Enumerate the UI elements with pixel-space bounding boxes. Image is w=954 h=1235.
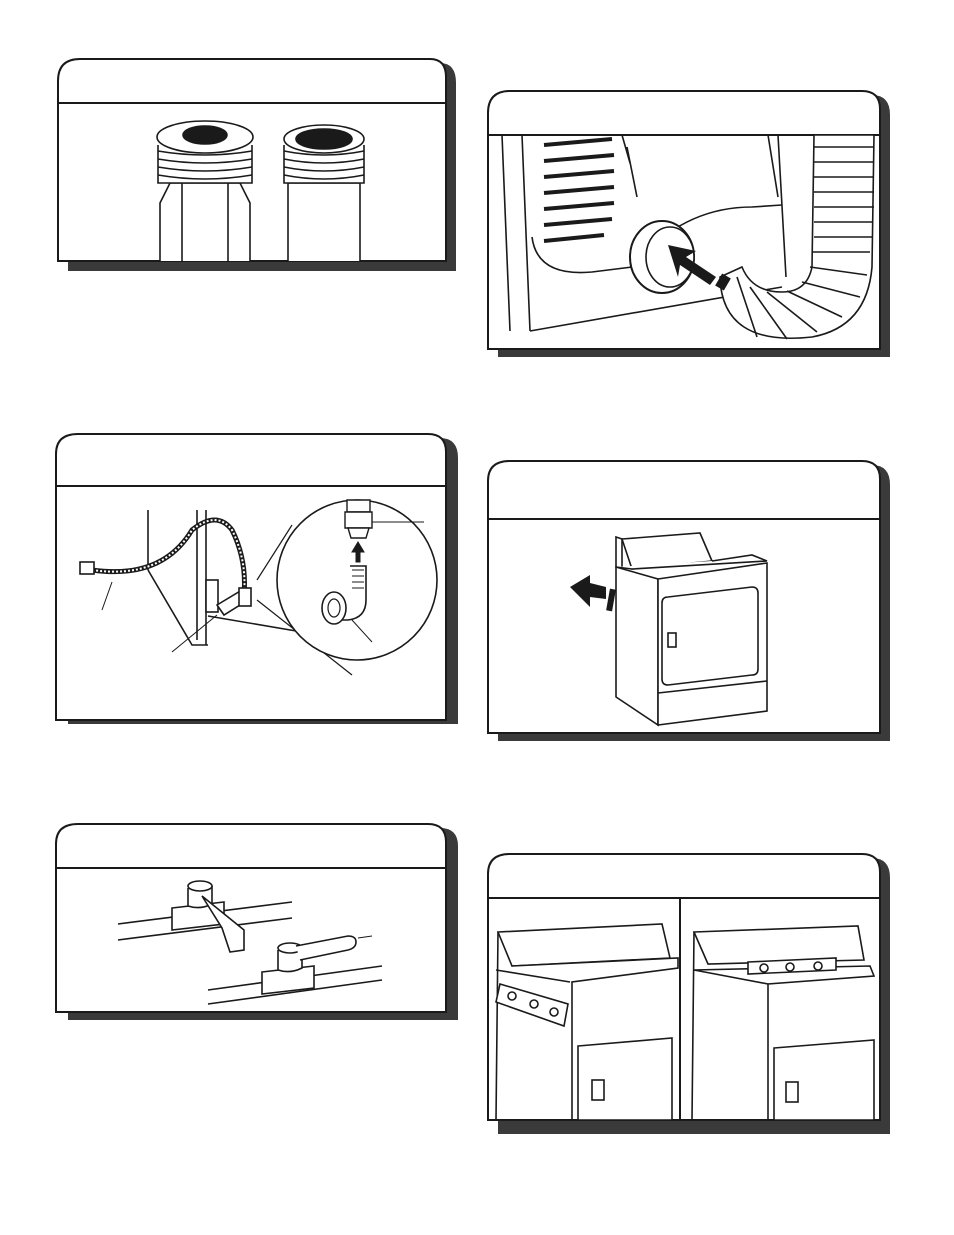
male-flare-fitting-illustration <box>156 120 254 261</box>
figure-gas-line-connection <box>52 430 460 725</box>
move-arrow-icon <box>570 575 616 612</box>
level-on-side-illustration <box>495 923 679 1121</box>
insert-arrow-icon <box>668 245 731 291</box>
figure-level-dryer <box>482 850 894 1135</box>
level-on-top-illustration <box>691 925 876 1121</box>
dryer-illustration <box>615 532 768 727</box>
dryer-corner-illustration <box>147 510 303 646</box>
open-valve-illustration <box>207 935 383 1005</box>
vent-hose-illustration <box>719 134 875 340</box>
figure-thread-fittings <box>50 55 460 271</box>
figure-slide-dryer <box>482 457 894 742</box>
figure-vent-connection <box>482 87 894 357</box>
flexible-gas-line-illustration <box>79 517 252 653</box>
figure-shutoff-valves <box>52 820 460 1020</box>
pipe-thread-fitting-illustration <box>283 124 365 261</box>
detail-circle-illustration <box>256 499 438 676</box>
closed-valve-illustration <box>117 880 293 953</box>
